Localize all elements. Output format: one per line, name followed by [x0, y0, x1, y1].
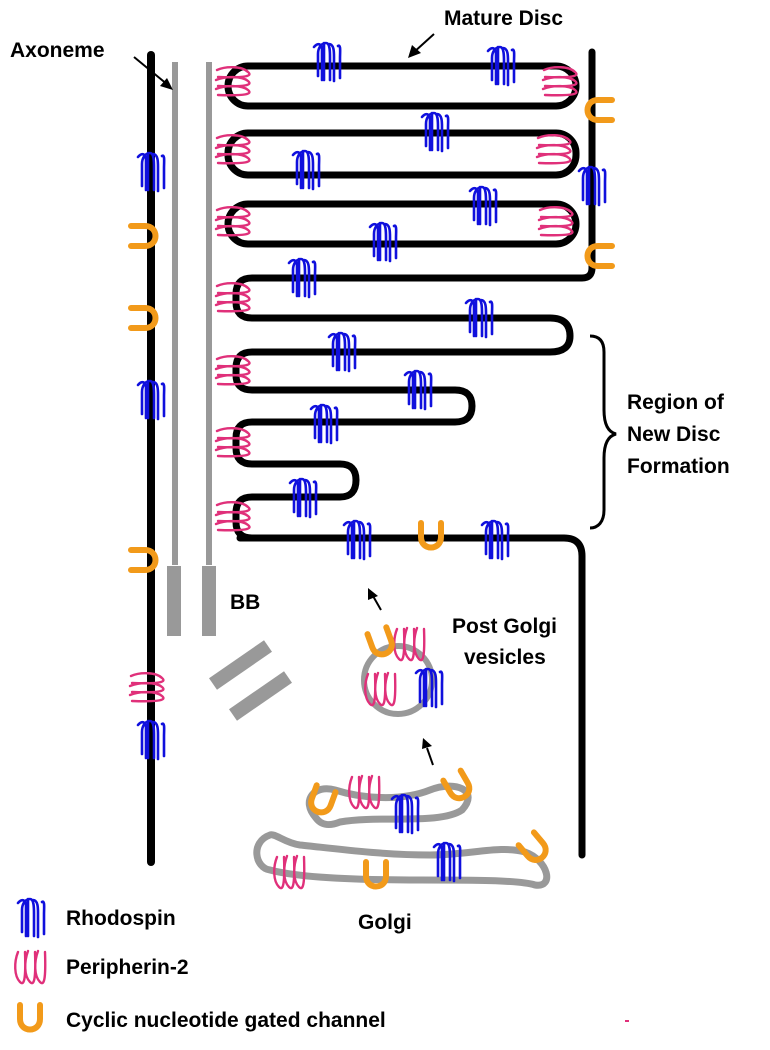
rhodopsin-icon: [312, 41, 342, 83]
mature-disc-label: Mature Disc: [444, 7, 564, 30]
golgi-to-vesicle-arrow: [422, 738, 434, 766]
legend-peripherin-label: Peripherin-2: [66, 956, 189, 979]
basal-body-right: [202, 566, 216, 636]
golgi-cisterna-lower: [253, 831, 551, 889]
legend-peripherin-icon: [14, 949, 47, 985]
post-golgi-label-line2: vesicles: [464, 646, 546, 669]
mature-disc-2: [224, 129, 580, 179]
axoneme-label: Axoneme: [10, 39, 105, 62]
rhodopsin-icon: [432, 841, 462, 883]
legend-cng-channel-icon: [20, 1005, 40, 1030]
golgi-label: Golgi: [358, 911, 412, 934]
legend-rhodopsin-label: Rhodospin: [66, 907, 176, 930]
region-label-line3: Formation: [627, 455, 730, 478]
cng-channel-icon: [519, 832, 550, 864]
axoneme-arrow: [133, 56, 173, 90]
golgi-cisterna-upper: [305, 782, 472, 829]
rhodopsin-icon: [390, 793, 420, 835]
basal-body-left: [167, 566, 181, 636]
region-label-line2: New Disc: [627, 423, 721, 446]
region-label-line1: Region of: [627, 391, 724, 414]
basal-body-bar-lower: [229, 671, 292, 721]
nascent-disc-folds: [232, 267, 596, 542]
mature-disc-1: [224, 62, 580, 110]
rhodopsin-icon: [291, 149, 321, 191]
cng-channel-icon: [367, 627, 394, 657]
right-plasma-membrane-bottom: [236, 534, 586, 859]
vesicle-to-disc-arrow: [368, 588, 382, 611]
basal-body-bar-upper: [209, 640, 272, 690]
mature-disc-arrow: [408, 33, 435, 58]
legend-rhodopsin-icon: [16, 897, 46, 939]
post-golgi-label-line1: Post Golgi: [452, 615, 557, 638]
basal-body-label: BB: [230, 591, 261, 614]
legend-cng-label: Cyclic nucleotide gated channel: [66, 1009, 386, 1032]
mature-disc-3: [224, 200, 580, 248]
new-disc-region-brace: [589, 334, 617, 530]
peripherin-icon: [128, 672, 165, 703]
